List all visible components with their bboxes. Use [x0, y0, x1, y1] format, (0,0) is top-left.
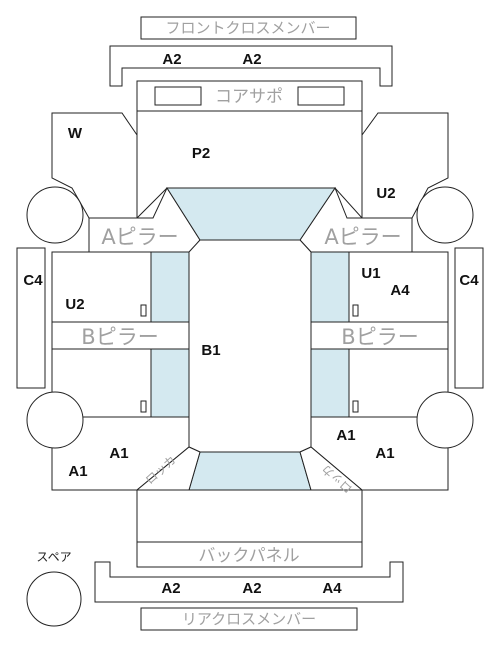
front-member-bracket: [109, 45, 393, 87]
b-pillar-left-label: Bピラー: [81, 325, 158, 349]
core-support-box: [136, 80, 363, 112]
spare-label: スペア: [36, 550, 71, 564]
rear-cross-member-label: リアクロスメンバー: [182, 610, 316, 628]
rear-left-wheel: [26, 391, 84, 449]
left-c-pillar: [135, 446, 201, 491]
back-panel-box: [136, 541, 363, 568]
spare-tire: [26, 571, 82, 627]
front-left-wheel: [26, 186, 84, 244]
front-right-door-handle: [352, 304, 359, 317]
grade-front-left-door: U2: [65, 296, 84, 313]
rear-right-door-glass: [310, 348, 350, 418]
back-panel-label: バックパネル: [198, 546, 299, 566]
front-cross-member-box: [140, 16, 357, 40]
rear-right-door-handle: [352, 400, 359, 413]
grade-left-rocker: C4: [23, 272, 43, 289]
grade-front-right-door-b: A4: [390, 282, 410, 299]
rear-left-door-glass: [150, 348, 190, 418]
rear-left-door-handle: [140, 400, 147, 413]
grade-front-member-left: A2: [162, 51, 181, 68]
rear-right-wheel: [416, 391, 474, 449]
core-support-left-slot: [154, 86, 202, 106]
right-c-pillar: [299, 446, 364, 491]
grade-front-member-right: A2: [242, 51, 261, 68]
grade-front-left-fender: W: [68, 125, 83, 142]
grade-rear-right-quarter: A1: [375, 445, 394, 462]
left-rocker-panel: [16, 247, 46, 389]
grade-rear-member-center: A2: [242, 580, 261, 597]
b-pillar-left: [51, 321, 190, 350]
front-right-door-glass: [310, 251, 350, 323]
grade-rear-left-door: A1: [109, 445, 128, 462]
trunk-lid: [136, 489, 363, 543]
front-left-door-handle: [140, 304, 147, 317]
grade-rear-right-door: A1: [336, 427, 355, 444]
grade-roof: B1: [201, 342, 220, 359]
rear-member-bracket: [94, 561, 404, 603]
rear-window: [188, 451, 312, 491]
grade-rear-member-left: A2: [161, 580, 180, 597]
front-left-door-glass: [150, 251, 190, 323]
a-pillar-right-label: Aピラー: [324, 225, 401, 249]
right-rocker-panel: [454, 247, 484, 389]
grade-rear-left-quarter: A1: [68, 463, 87, 480]
front-cross-member-label: フロントクロスメンバー: [165, 19, 330, 37]
front-right-wheel: [416, 186, 474, 244]
grade-front-right-fender: U2: [376, 185, 395, 202]
grade-right-rocker: C4: [459, 272, 479, 289]
b-pillar-right: [310, 321, 449, 350]
grade-hood: P2: [192, 145, 210, 162]
grade-front-right-door-a: U1: [361, 265, 380, 282]
a-pillar-left-label: Aピラー: [101, 225, 178, 249]
core-support-label: コアサポ: [215, 87, 283, 107]
grade-rear-member-right: A4: [322, 580, 342, 597]
rear-cross-member-box: [140, 607, 358, 631]
core-support-right-slot: [297, 86, 345, 106]
b-pillar-right-label: Bピラー: [341, 325, 418, 349]
